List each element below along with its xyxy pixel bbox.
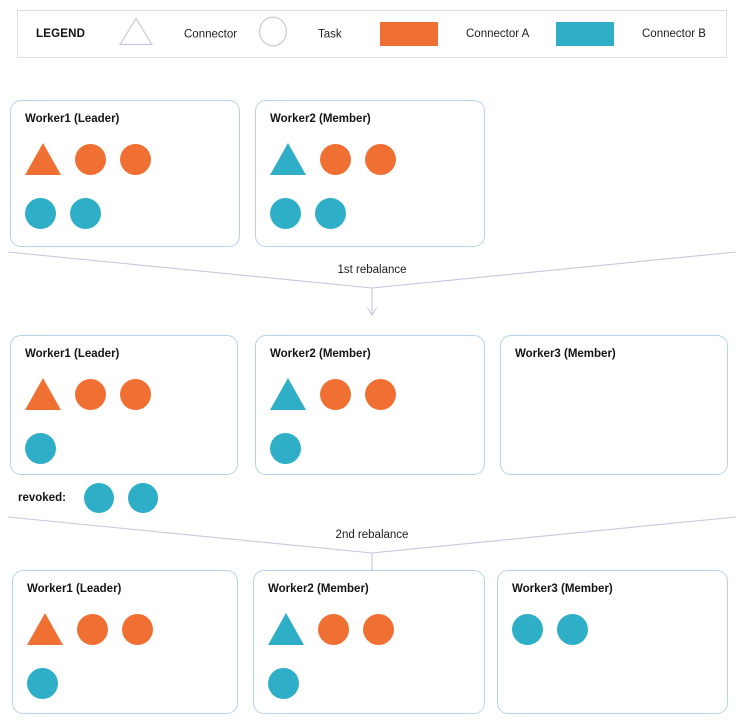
shape-row-tasks [268,661,474,705]
triangle-connector-a-icon [25,143,61,175]
circle-outline-icon [258,16,288,53]
task-circle-connector-b-icon [557,613,588,645]
legend-item-connector-b: Connector B [556,22,706,46]
shape-row-tasks [25,426,227,470]
orange-square-icon [380,22,438,46]
worker-shapes [27,607,227,703]
task-circle-connector-a-icon [320,143,351,175]
worker-box-row3-worker2: Worker2 (Member) [253,570,485,714]
worker-box-row2-worker1: Worker1 (Leader) [10,335,238,475]
shape-row-connectors [270,372,474,416]
legend-title: LEGEND [36,28,86,40]
worker-title: Worker2 (Member) [270,113,371,125]
teal-square-icon [556,22,614,46]
worker-shapes [515,372,717,464]
task-circle-connector-b-icon [315,197,346,229]
shape-row-connectors [268,607,474,651]
task-circle-connector-b-icon [25,197,56,229]
worker-box-row2-worker2: Worker2 (Member) [255,335,485,475]
triangle-connector-b-icon [270,143,306,175]
shape-row-tasks [512,607,717,651]
legend-item-task: Task [258,16,342,53]
shape-row-connectors [27,607,227,651]
worker-title: Worker1 (Leader) [25,113,120,125]
shape-row-tasks [270,426,474,470]
shape-row-tasks [270,191,474,235]
task-circle-connector-a-icon [320,378,351,410]
worker-box-row3-worker1: Worker1 (Leader) [12,570,238,714]
shape-row-connectors [270,137,474,181]
legend-label-connector-a: Connector A [466,28,530,40]
legend-label-connector: Connector [184,28,238,40]
rebalance-arrow-icon [7,251,737,317]
worker-title: Worker1 (Leader) [25,348,120,360]
shape-row-tasks [25,191,229,235]
worker-title: Worker3 (Member) [515,348,616,360]
task-circle-connector-b-icon [512,613,543,645]
task-circle-connector-b-icon [270,432,301,464]
worker-title: Worker3 (Member) [512,583,613,595]
task-circle-connector-a-icon [363,613,394,645]
task-circle-connector-b-icon [83,483,114,513]
task-circle-connector-b-icon [27,667,58,699]
task-circle-connector-b-icon [127,483,158,513]
legend-label-task: Task [318,28,342,40]
task-circle-connector-b-icon [270,197,301,229]
worker-shapes [25,372,227,464]
shape-row-connectors [25,137,229,181]
triangle-outline-icon [118,17,154,52]
transition-first-rebalance: 1st rebalance [0,248,744,326]
triangle-connector-a-icon [27,613,63,645]
task-circle-connector-a-icon [75,143,106,175]
triangle-connector-b-icon [268,613,304,645]
shape-row-tasks [27,661,227,705]
worker-box-row3-worker3: Worker3 (Member) [497,570,728,714]
task-circle-connector-b-icon [268,667,299,699]
triangle-connector-b-icon [270,378,306,410]
legend-panel: LEGEND Connector Task Connector A Connec… [17,10,727,58]
task-circle-connector-b-icon [25,432,56,464]
transition-label: 2nd rebalance [335,529,409,541]
task-circle-connector-a-icon [365,378,396,410]
worker-box-row1-worker1: Worker1 (Leader) [10,100,240,247]
revoked-label: revoked: [18,492,66,504]
worker-box-row1-worker2: Worker2 (Member) [255,100,485,247]
legend-item-connector-a: Connector A [380,22,529,46]
worker-box-row2-worker3: Worker3 (Member) [500,335,728,475]
task-circle-connector-b-icon [70,197,101,229]
legend-item-connector: Connector [118,17,237,52]
task-circle-connector-a-icon [365,143,396,175]
task-circle-connector-a-icon [122,613,153,645]
worker-shapes [25,137,229,236]
transition-label: 1st rebalance [337,264,407,276]
triangle-connector-a-icon [25,378,61,410]
task-circle-connector-a-icon [318,613,349,645]
task-circle-connector-a-icon [120,378,151,410]
task-circle-connector-a-icon [120,143,151,175]
worker-title: Worker2 (Member) [270,348,371,360]
task-circle-connector-a-icon [77,613,108,645]
shape-row-connectors [25,372,227,416]
worker-shapes [270,372,474,464]
task-circle-connector-a-icon [75,378,106,410]
revoked-row: revoked: [18,482,158,514]
worker-shapes [270,137,474,236]
worker-shapes [512,607,717,703]
worker-title: Worker2 (Member) [268,583,369,595]
legend-label-connector-b: Connector B [642,28,706,40]
worker-title: Worker1 (Leader) [27,583,122,595]
worker-shapes [268,607,474,703]
